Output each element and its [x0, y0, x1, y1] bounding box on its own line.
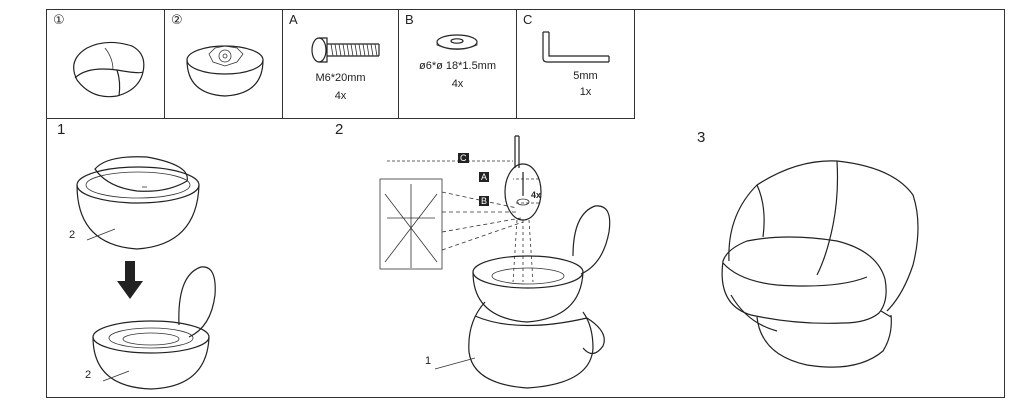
- step-3-illustration: [721, 160, 919, 368]
- part-spec: 5mm: [573, 70, 598, 82]
- part-qty: 4x: [334, 90, 347, 102]
- step-number: 3: [697, 129, 706, 146]
- step-number: 1: [57, 121, 66, 138]
- callout-seat-number: 2: [85, 369, 92, 381]
- part-qty: 1x: [579, 86, 592, 98]
- callout-base-number: 1: [425, 355, 432, 367]
- part-qty: 4x: [451, 78, 464, 90]
- part-label: C: [523, 12, 533, 27]
- part-label: ②: [171, 12, 183, 27]
- washer-icon: [436, 34, 478, 50]
- step-2-qty: 4x: [531, 190, 542, 200]
- instruction-sheet: ① ② A: [46, 9, 1005, 398]
- hex-key-icon: [542, 31, 610, 63]
- part-spec: ø6*ø 18*1.5mm: [418, 60, 497, 72]
- callout-seat-number: 2: [69, 229, 76, 241]
- part-a-bolt: A M6*20mm 4x: [283, 10, 399, 118]
- seat-illustration: [73, 41, 145, 98]
- bolt-icon: [311, 37, 380, 63]
- marker-a: A: [479, 172, 490, 182]
- step-number: 2: [335, 121, 344, 138]
- step-1-illustration: [76, 156, 216, 390]
- part-label: ①: [53, 12, 65, 27]
- part-spec: M6*20mm: [315, 72, 366, 84]
- parts-list: ① ② A: [47, 10, 635, 119]
- part-label: B: [405, 12, 414, 27]
- step-2-illustration: [379, 135, 611, 389]
- part-c-hex-key: C 5mm 1x: [517, 10, 635, 118]
- marker-c: C: [458, 153, 469, 163]
- marker-b: B: [479, 196, 490, 206]
- part-b-washer: B ø6*ø 18*1.5mm 4x: [399, 10, 517, 118]
- part-base: ②: [165, 10, 283, 118]
- part-label: A: [289, 12, 298, 27]
- base-illustration: [186, 45, 264, 97]
- part-seat: ①: [47, 10, 165, 118]
